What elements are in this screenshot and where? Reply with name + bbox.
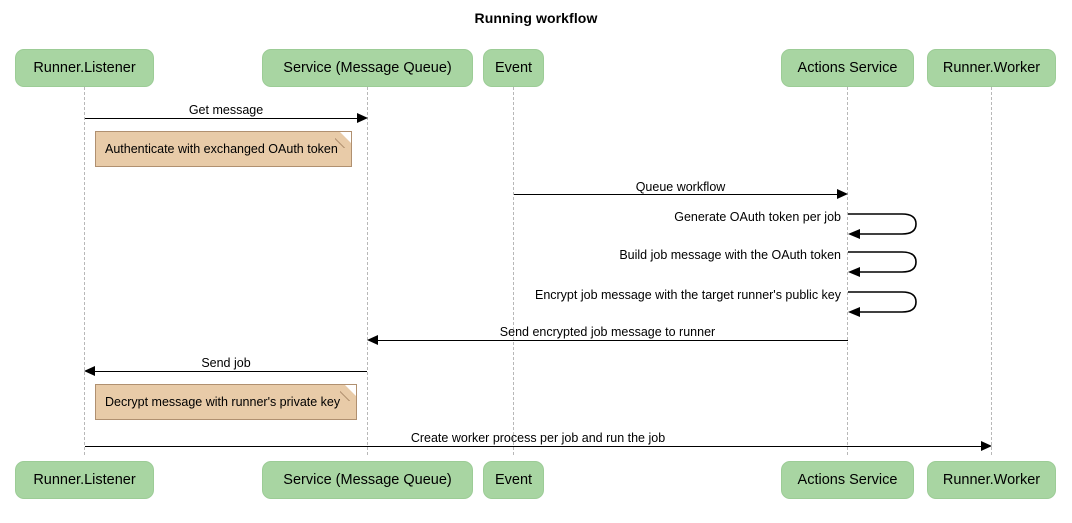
participant-label: Service (Message Queue) bbox=[283, 472, 452, 488]
lifeline-actions-service bbox=[847, 87, 848, 455]
participant-event-bottom[interactable]: Event bbox=[483, 461, 544, 499]
note-authenticate-with-exchanged-oauth-token: Authenticate with exchanged OAuth token bbox=[95, 131, 352, 167]
message-label-create-worker-process-per-job-and-run-the-job: Create worker process per job and run th… bbox=[410, 431, 666, 445]
participant-label: Event bbox=[494, 472, 533, 488]
message-line-send-encrypted-job-message-to-runner bbox=[378, 340, 848, 341]
message-label-build-job-message-with-the-oauth-token: Build job message with the OAuth token bbox=[619, 248, 841, 262]
participant-label: Actions Service bbox=[797, 60, 898, 76]
note-fold-edge-icon bbox=[335, 132, 351, 148]
participant-service-message-queue-bottom[interactable]: Service (Message Queue) bbox=[262, 461, 473, 499]
participant-service-message-queue-top[interactable]: Service (Message Queue) bbox=[262, 49, 473, 87]
lifeline-runner-listener bbox=[84, 87, 85, 455]
arrow-head-send-job bbox=[84, 365, 95, 376]
participant-runner-listener-top[interactable]: Runner.Listener bbox=[15, 49, 154, 87]
message-line-get-message bbox=[85, 118, 357, 119]
message-label-get-message: Get message bbox=[188, 103, 264, 117]
participant-label: Runner.Listener bbox=[33, 60, 136, 76]
lifeline-runner-worker bbox=[991, 87, 992, 455]
message-line-send-job bbox=[95, 371, 367, 372]
participant-label: Runner.Listener bbox=[33, 472, 136, 488]
message-label-send-encrypted-job-message-to-runner: Send encrypted job message to runner bbox=[499, 325, 716, 339]
message-label-encrypt-job-message-with-the-target-runners-public-key: Encrypt job message with the target runn… bbox=[534, 288, 841, 302]
arrow-head-create-worker-process-per-job-and-run-the-job bbox=[981, 440, 992, 451]
participant-runner-listener-bottom[interactable]: Runner.Listener bbox=[15, 461, 154, 499]
note-text: Decrypt message with runner's private ke… bbox=[105, 395, 341, 409]
lifeline-event bbox=[513, 87, 514, 455]
message-selfloop-build-job-message-with-the-oauth-token bbox=[846, 246, 926, 278]
note-decrypt-message-with-runners-private-key: Decrypt message with runner's private ke… bbox=[95, 384, 357, 420]
note-fold-edge-icon bbox=[340, 385, 356, 401]
participant-label: Runner.Worker bbox=[942, 60, 1041, 76]
note-text: Authenticate with exchanged OAuth token bbox=[105, 142, 338, 156]
message-label-send-job: Send job bbox=[201, 356, 251, 370]
participant-label: Service (Message Queue) bbox=[283, 60, 452, 76]
message-selfloop-generate-oauth-token-per-job bbox=[846, 208, 926, 240]
participant-label: Runner.Worker bbox=[942, 472, 1041, 488]
message-label-queue-workflow: Queue workflow bbox=[635, 180, 726, 194]
page-title: Running workflow bbox=[474, 10, 598, 26]
participant-event-top[interactable]: Event bbox=[483, 49, 544, 87]
lifeline-service-message-queue bbox=[367, 87, 368, 455]
message-line-create-worker-process-per-job-and-run-the-job bbox=[85, 446, 981, 447]
participant-runner-worker-bottom[interactable]: Runner.Worker bbox=[927, 461, 1056, 499]
arrow-head-get-message bbox=[357, 112, 368, 123]
message-selfloop-encrypt-job-message-with-the-target-runners-public-key bbox=[846, 286, 926, 318]
message-label-generate-oauth-token-per-job: Generate OAuth token per job bbox=[674, 210, 841, 224]
participant-label: Actions Service bbox=[797, 472, 898, 488]
message-line-queue-workflow bbox=[514, 194, 837, 195]
participant-actions-service-bottom[interactable]: Actions Service bbox=[781, 461, 914, 499]
participant-runner-worker-top[interactable]: Runner.Worker bbox=[927, 49, 1056, 87]
participant-label: Event bbox=[494, 60, 533, 76]
arrow-head-send-encrypted-job-message-to-runner bbox=[367, 334, 378, 345]
participant-actions-service-top[interactable]: Actions Service bbox=[781, 49, 914, 87]
arrow-head-queue-workflow bbox=[837, 188, 848, 199]
